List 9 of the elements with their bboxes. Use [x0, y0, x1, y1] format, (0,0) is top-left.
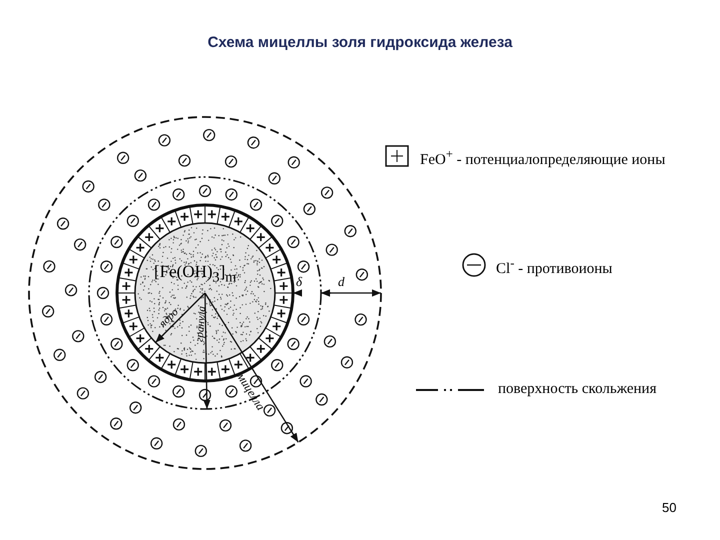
axis-label: ядро [156, 306, 181, 330]
title: Схема мицеллы золя гидроксида железа [206, 34, 514, 51]
legend-label: поверхность скольжения [498, 381, 656, 398]
axis-label: гранула [194, 306, 208, 342]
page-number: 50 [662, 500, 676, 515]
legend-label: FeO$^{+}$ - потенциалопределяющие ионы [420, 147, 666, 169]
dimension-label: d [338, 274, 344, 290]
legend-label: Cl$^{-}$ - противоионы [496, 256, 612, 278]
dimension-label: δ [296, 274, 302, 290]
